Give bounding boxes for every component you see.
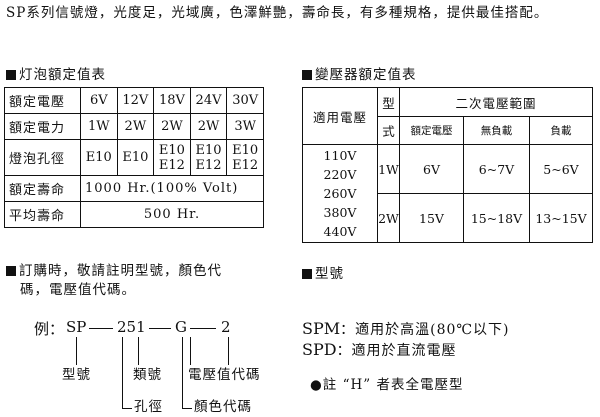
table-cell: 13~15V: [529, 193, 593, 243]
model-spm: SPM：適用於高溫(80℃以下): [302, 319, 510, 339]
table-row: 額定電力 1W 2W 2W 2W 3W: [4, 113, 264, 140]
leader-line: [190, 337, 191, 365]
table-row: 額定壽命 1000 Hr.(100% Volt): [4, 175, 264, 202]
legend-aperture: 孔徑: [134, 399, 163, 415]
applicable-voltage-header: 適用電壓: [302, 87, 378, 145]
table-cell: 2W: [377, 193, 400, 243]
table-row: 適用電壓 型 二次電壓範圍: [302, 87, 593, 145]
intro-text: SP系列信號燈，光度足，光域廣，色澤鮮艷，壽命長，有多種規格，提供最佳搭配。: [6, 5, 549, 21]
table-cell: 6V: [80, 87, 118, 114]
example-code-2: 2: [221, 318, 231, 336]
row-label: 燈泡孔徑: [4, 139, 81, 176]
voltage-item: 260V: [323, 186, 357, 201]
bulb-section-heading: 灯泡額定值表: [6, 63, 106, 83]
row-label: 平均壽命: [4, 201, 81, 228]
table-cell: 1W: [80, 113, 118, 140]
table-cell: E10 E12: [189, 139, 228, 176]
example-code-sp: SP: [66, 318, 87, 336]
bulb-rating-table: 額定電壓 6V 12V 18V 24V 30V 額定電力 1W 2W 2W 2W…: [4, 87, 264, 228]
model-desc: ：適用於直流電壓: [336, 343, 457, 359]
connector-line: [149, 328, 171, 329]
voltage-item: 220V: [323, 167, 357, 182]
table-cell: 15V: [399, 193, 464, 243]
transformer-section-heading: 變壓器額定值表: [302, 63, 417, 83]
row-label: 額定壽命: [4, 175, 81, 202]
transformer-section-title: 變壓器額定值表: [315, 67, 417, 83]
table-cell: 2W: [153, 113, 191, 140]
square-bullet-icon: [302, 269, 312, 279]
voltage-item: 110V: [323, 148, 357, 163]
model-code: SPM: [302, 319, 341, 338]
table-cell: 3W: [226, 113, 264, 140]
legend-voltage-code: 電壓值代碼: [188, 367, 261, 383]
table-cell: 1W: [377, 144, 400, 194]
table-row: 2W 15V 15~18V 13~15V: [303, 193, 593, 243]
table-cell: E10 E12: [153, 139, 191, 176]
connector-line: [89, 328, 113, 329]
connector-line: [190, 328, 216, 329]
table-cell: 12V: [116, 87, 155, 114]
model-spd: SPD：適用於直流電壓: [302, 340, 457, 360]
load-header: 負載: [529, 116, 593, 145]
rated-voltage-header: 額定電壓: [399, 116, 464, 145]
table-cell: 2W: [189, 113, 228, 140]
secondary-voltage-header: 二次電壓範圍: [399, 87, 593, 117]
voltage-list: 110V 220V 260V 380V 440V: [302, 144, 378, 243]
model-code: SPD: [302, 340, 337, 359]
row-label: 額定電壓: [4, 87, 81, 114]
table-cell: 6~7V: [463, 144, 530, 194]
table-row: 110V 220V 260V 380V 440V 1W 6V 6~7V 5~6V: [302, 144, 593, 243]
example-label: 例：: [34, 320, 65, 338]
table-cell: 15~18V: [463, 193, 530, 243]
table-row: 燈泡孔徑 E10 E10 E10 E12 E10 E12 E10 E12: [4, 139, 264, 176]
leader-line: [138, 337, 139, 365]
example-code-g: G: [175, 318, 187, 336]
bulb-section-title: 灯泡額定值表: [19, 67, 106, 83]
order-notice-line2: 碼，電壓值代碼。: [20, 282, 136, 298]
table-cell: 5~6V: [529, 144, 593, 194]
table-cell: 30V: [226, 87, 264, 114]
leader-line: [182, 408, 192, 409]
table-cell: 24V: [189, 87, 228, 114]
voltage-item: 440V: [323, 224, 357, 239]
table-cell: 500 Hr.: [80, 201, 264, 228]
leader-line: [122, 408, 132, 409]
leader-line: [182, 337, 183, 409]
table-cell: 6V: [399, 144, 464, 194]
model-desc: ：適用於高溫(80℃以下): [340, 322, 510, 338]
table-row: 平均壽命 500 Hr.: [4, 201, 264, 228]
transformer-rating-table: 適用電壓 型 二次電壓範圍 式 額定電壓 無負載 負載 110V 220V 26…: [302, 87, 593, 243]
model-section-title: 型號: [315, 266, 344, 282]
legend-model: 型號: [62, 367, 91, 383]
table-cell: E10: [80, 139, 118, 176]
square-bullet-icon: [6, 70, 16, 80]
full-voltage-note: ●註 “H” 者表全電壓型: [310, 377, 464, 393]
model-section-heading: 型號: [302, 262, 344, 282]
type-header-top: 型: [377, 87, 400, 117]
table-cell: 18V: [153, 87, 191, 114]
leader-line: [228, 337, 229, 365]
row-label: 額定電力: [4, 113, 81, 140]
no-load-header: 無負載: [463, 116, 530, 145]
legend-category: 類號: [133, 367, 162, 383]
order-notice-line1: 訂購時，敬請註明型號，顏色代: [19, 263, 222, 279]
example-code-251: 251: [117, 318, 146, 336]
leader-line: [122, 337, 123, 409]
type-header-bottom: 式: [377, 116, 400, 145]
order-notice: 訂購時，敬請註明型號，顏色代 碼，電壓值代碼。: [6, 262, 222, 300]
square-bullet-icon: [6, 266, 16, 276]
square-bullet-icon: [302, 70, 312, 80]
table-cell: E10: [116, 139, 155, 176]
voltage-item: 380V: [323, 205, 357, 220]
legend-color-code: 顏色代碼: [194, 399, 252, 415]
leader-line: [76, 337, 77, 365]
table-cell: 2W: [116, 113, 155, 140]
table-cell: 1000 Hr.(100% Volt): [80, 175, 264, 202]
table-cell: E10 E12: [226, 139, 264, 176]
table-row: 額定電壓 6V 12V 18V 24V 30V: [4, 87, 264, 114]
